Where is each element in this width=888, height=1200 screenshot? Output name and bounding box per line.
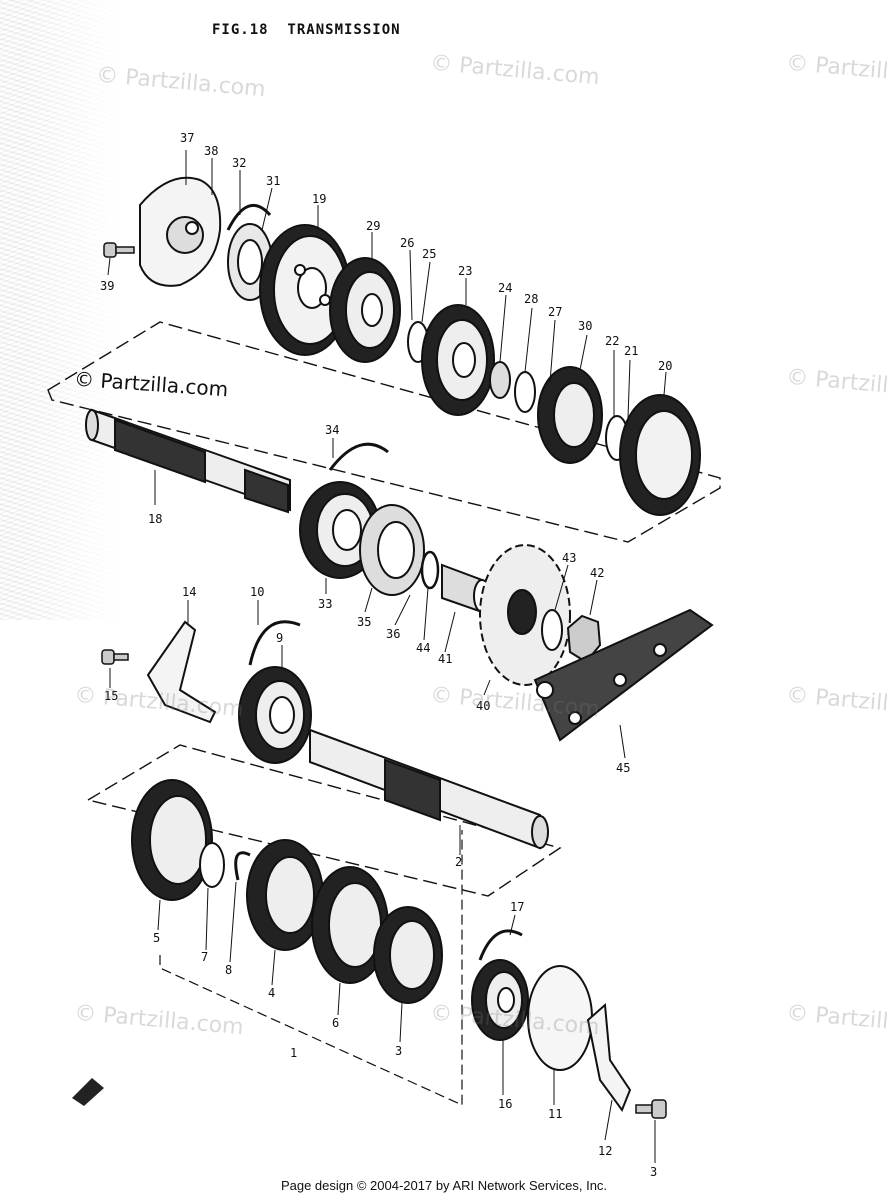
part-callout-21: 21 [624,344,638,358]
part-callout-25: 25 [422,247,436,261]
nut-part-42 [566,614,602,664]
part-callout-31: 31 [266,174,280,188]
circlip-part-8 [234,851,251,881]
bearing-part-9 [238,666,312,764]
part-callout-41: 41 [438,652,452,666]
bracket-part-12 [586,1002,632,1113]
sprocket-part-40 [479,544,571,686]
plate-part-14 [146,620,217,724]
washer-part-43 [541,609,563,651]
bolt-part-3 [635,1099,667,1119]
group-1-bracket [159,830,463,1106]
leader-lines [107,150,667,1163]
gear-part-6 [311,866,389,984]
part-callout-23: 23 [458,264,472,278]
figure-title: FIG.18 TRANSMISSION [212,22,401,38]
part-callout-36: 36 [386,627,400,641]
gear-part-30 [537,366,603,464]
part-callout-3: 3 [395,1044,402,1058]
part-callout-7: 7 [201,950,208,964]
bushing-part-24 [489,361,511,399]
part-callout-19: 19 [312,192,326,206]
part-callout-10: 10 [250,585,264,599]
circlip-part-34 [328,442,389,471]
bolt-part-15 [101,649,129,665]
countershaft-part-18 [85,408,291,514]
part-callout-15: 15 [104,689,118,703]
circlip-part-10 [248,620,301,666]
gear-part-5 [131,779,213,901]
part-callout-5: 5 [153,931,160,945]
part-callout-34: 34 [325,423,339,437]
part-callout-4: 4 [268,986,275,1000]
countershaft-group-outline [47,321,721,543]
part-callout-45: 45 [616,761,630,775]
part-callout-9: 9 [276,631,283,645]
circlip-part-17 [478,929,523,961]
part-callout-24: 24 [498,281,512,295]
scan-noise [0,0,120,620]
washer-part-28 [514,371,536,413]
part-callout-39: 39 [100,279,114,293]
cover-plate-part-37 [139,176,222,287]
gear-part-23 [421,304,495,416]
bolt-part-39 [103,242,135,258]
gear-part-29 [329,257,401,363]
mainshaft-group-outline [86,744,562,897]
part-callout-40: 40 [476,699,490,713]
o-ring-part-44 [420,550,440,590]
part-callout-12: 12 [598,1144,612,1158]
part-callout-14: 14 [182,585,196,599]
part-callout-18: 18 [148,512,162,526]
bearing-part-16 [471,959,529,1041]
part-callout-28: 28 [524,292,538,306]
part-callout-20: 20 [658,359,672,373]
part-callout-37: 37 [180,131,194,145]
part-callout-1: 1 [290,1046,297,1060]
part-callout-38: 38 [204,144,218,158]
copyright-footer: Page design © 2004-2017 by ARI Network S… [280,1178,608,1193]
washer-part-7 [199,842,225,888]
part-callout-3: 3 [650,1165,657,1179]
part-callout-44: 44 [416,641,430,655]
drive-chain-part-45 [533,608,714,742]
part-callout-32: 32 [232,156,246,170]
part-callout-30: 30 [578,319,592,333]
part-callout-16: 16 [498,1097,512,1111]
seal-part-35 [359,504,425,596]
circlip-part-32 [226,204,272,231]
part-callout-43: 43 [562,551,576,565]
part-callout-42: 42 [590,566,604,580]
gear-part-20 [619,394,701,516]
part-callout-11: 11 [548,1107,562,1121]
mainshaft-part-2 [309,728,549,850]
gear-part-19 [259,224,351,356]
part-callout-26: 26 [400,236,414,250]
gear-part-3 [373,906,443,1004]
part-callout-8: 8 [225,963,232,977]
part-callout-35: 35 [357,615,371,629]
part-callout-17: 17 [510,900,524,914]
part-callout-2: 2 [455,855,462,869]
part-callout-22: 22 [605,334,619,348]
part-callout-6: 6 [332,1016,339,1030]
part-callout-27: 27 [548,305,562,319]
front-arrow-icon [72,1078,104,1106]
part-callout-29: 29 [366,219,380,233]
part-callout-33: 33 [318,597,332,611]
